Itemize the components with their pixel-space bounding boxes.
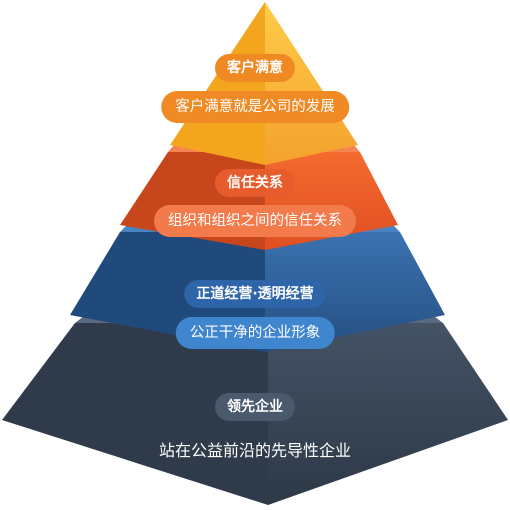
tier-1-subtitle: 客户满意就是公司的发展: [161, 91, 349, 123]
tier-4-title: 领先企业: [215, 393, 295, 421]
tier-2-subtitle: 组织和组织之间的信任关系: [154, 205, 356, 237]
tier-2-title: 信任关系: [215, 169, 295, 197]
tier-3-subtitle: 公正干净的企业形象: [175, 317, 335, 349]
tier-1-title: 客户满意: [215, 54, 295, 82]
tier-3-title: 正道经营·透明经营: [184, 280, 326, 308]
tier-1-shape: [170, 2, 358, 165]
tier-4-subtitle: 站在公益前沿的先导性企业: [158, 441, 352, 460]
